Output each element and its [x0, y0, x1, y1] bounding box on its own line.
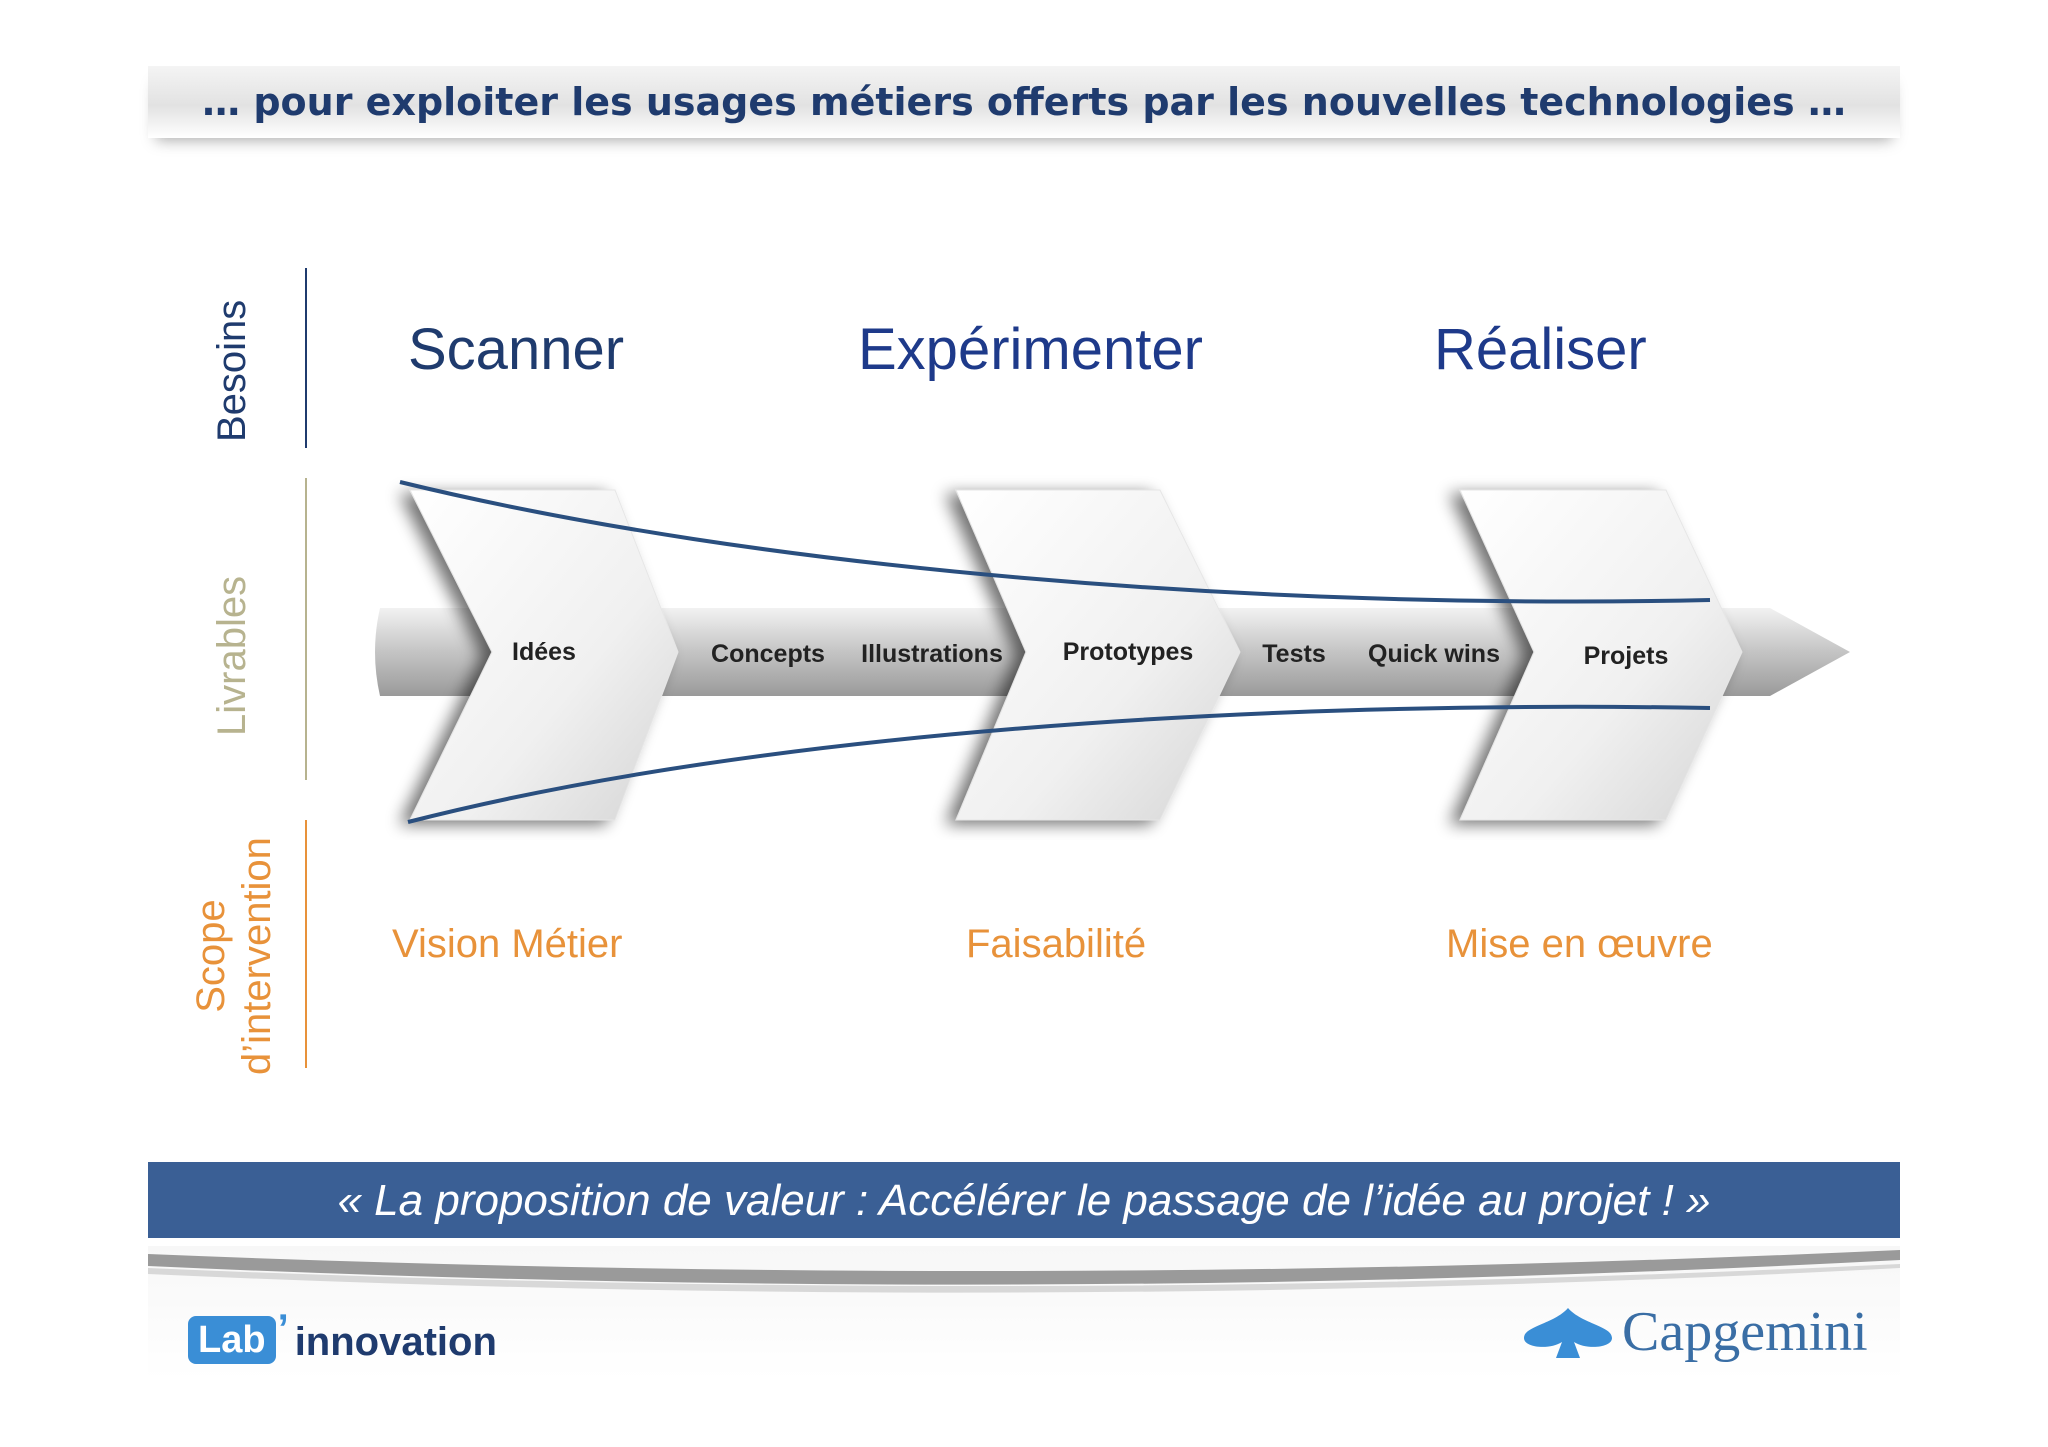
deliverable-concepts: Concepts	[711, 640, 825, 668]
lab-logo-apostrophe: ’	[277, 1307, 289, 1351]
deliverable-projets: Projets	[1584, 642, 1669, 670]
deliverable-illustrations: Illustrations	[861, 640, 1003, 668]
scope-line-2: d’intervention	[235, 837, 279, 1075]
lab-innovation-logo: Lab ’ innovation	[188, 1307, 497, 1364]
divider-scope	[305, 820, 307, 1068]
scope-line-1: Scope	[189, 899, 233, 1013]
phase-title-scanner: Scanner	[408, 317, 625, 382]
lab-logo-innovation: innovation	[294, 1320, 497, 1364]
value-proposition-text: « La proposition de valeur : Accélérer l…	[337, 1176, 1711, 1225]
chevron-projets	[1459, 489, 1743, 821]
deliverable-tests: Tests	[1262, 640, 1325, 668]
divider-livrables	[305, 478, 307, 780]
lab-logo-box: Lab	[188, 1316, 276, 1364]
header-band	[148, 66, 1900, 138]
funnel-curve-top	[399, 480, 1711, 604]
phase-title-realiser: Réaliser	[1434, 317, 1647, 382]
capgemini-logo: Capgemini	[1520, 1300, 1868, 1364]
row-label-scope: Scope d’intervention	[188, 837, 280, 1075]
value-proposition-banner	[148, 1162, 1900, 1238]
deliverable-prototypes: Prototypes	[1063, 638, 1194, 666]
scope-vision-metier: Vision Métier	[392, 922, 623, 966]
divider-besoins	[305, 268, 307, 448]
phase-title-experimenter: Expérimenter	[858, 317, 1203, 382]
capgemini-wordmark: Capgemini	[1622, 1301, 1868, 1363]
chevron-prototypes	[955, 489, 1241, 821]
scope-faisabilite: Faisabilité	[966, 922, 1147, 966]
row-label-livrables: Livrables	[210, 575, 254, 736]
spade-icon	[1524, 1308, 1612, 1358]
funnel-curve-bottom	[407, 704, 1711, 824]
chevron-idees	[409, 489, 679, 821]
deliverable-idees: Idées	[512, 638, 576, 666]
scope-mise-en-oeuvre: Mise en œuvre	[1446, 922, 1713, 966]
page-title: … pour exploiter les usages métiers offe…	[202, 80, 1846, 124]
chevron-flow-diagram: Idées Concepts Illustrations Prototypes …	[375, 480, 1850, 824]
row-label-besoins: Besoins	[210, 299, 254, 442]
footer-swoosh	[148, 1250, 1900, 1293]
deliverable-quick-wins: Quick wins	[1368, 640, 1500, 668]
